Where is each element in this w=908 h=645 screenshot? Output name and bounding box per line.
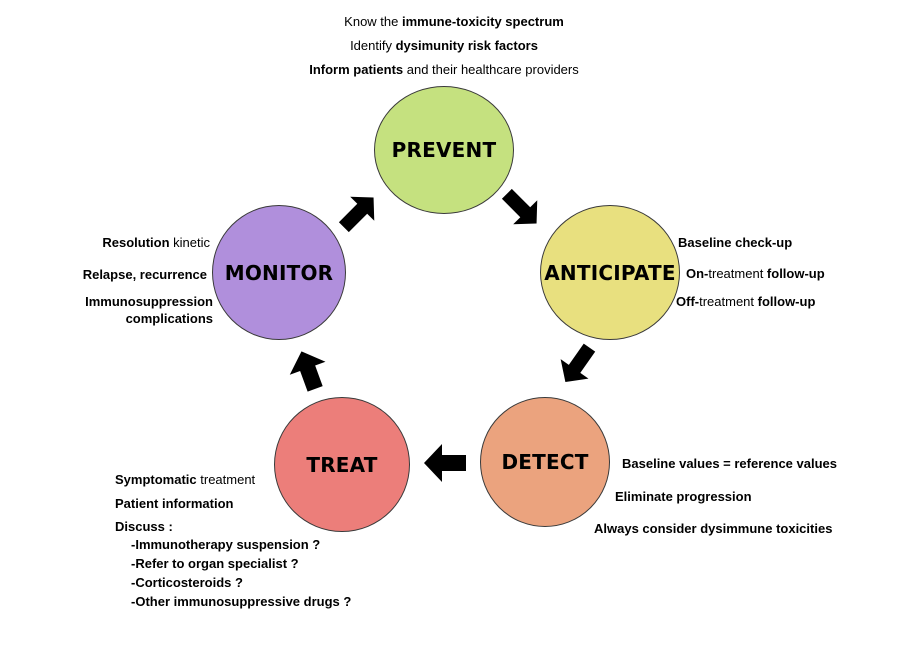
detect-line-2: Eliminate progression: [615, 489, 752, 504]
arrow-detect-to-treat-icon: [424, 444, 466, 482]
treat-title: TREAT: [306, 452, 378, 477]
arrow-treat-to-monitor-icon: [289, 351, 326, 392]
anticipate-circle: ANTICIPATE: [540, 205, 680, 340]
prevent-line-3: Inform patients and their healthcare pro…: [309, 62, 579, 77]
treat-discuss-item: -Corticosteroids ?: [131, 575, 243, 590]
monitor-relapse: Relapse, recurrence: [82, 267, 207, 282]
anticipate-line-2: On-treatment follow-up: [686, 266, 825, 281]
monitor-title: MONITOR: [224, 260, 334, 285]
monitor-circle: MONITOR: [212, 205, 346, 340]
prevent-title: PREVENT: [391, 138, 497, 162]
anticipate-title: ANTICIPATE: [544, 260, 676, 285]
treat-symptomatic: Symptomatic treatment: [115, 472, 256, 487]
arrow-prevent-to-anticipate-icon: [501, 188, 538, 225]
treat-discuss-item: -Refer to organ specialist ?: [131, 556, 299, 571]
anticipate-line-1: Baseline check-up: [678, 235, 793, 250]
treat-circle: TREAT: [274, 397, 410, 532]
monitor-resolution: Resolution kinetic: [102, 235, 210, 250]
treat-discuss-item: -Other immunosuppressive drugs ?: [131, 594, 352, 609]
monitor-immuno-line-2: complications: [125, 311, 213, 326]
treat-discuss-item: -Immunotherapy suspension ?: [131, 537, 321, 552]
anticipate-line-3: Off-treatment follow-up: [676, 294, 816, 309]
prevent-line-2: Identify dysimunity risk factors: [350, 38, 538, 53]
detect-circle: DETECT: [480, 397, 610, 527]
treat-discuss: Discuss :: [115, 519, 173, 534]
detect-line-1: Baseline values = reference values: [622, 456, 837, 471]
prevent-circle: PREVENT: [374, 86, 514, 214]
detect-title: DETECT: [501, 450, 589, 474]
treat-patient-info: Patient information: [115, 496, 234, 511]
detect-line-3: Always consider dysimmune toxicities: [594, 521, 833, 536]
prevent-line-1: Know the immune-toxicity spectrum: [344, 14, 564, 29]
monitor-immuno-line-1: Immunosuppression: [85, 294, 213, 309]
arrow-monitor-to-prevent-icon: [338, 196, 375, 233]
arrow-anticipate-to-detect-icon: [560, 343, 596, 383]
